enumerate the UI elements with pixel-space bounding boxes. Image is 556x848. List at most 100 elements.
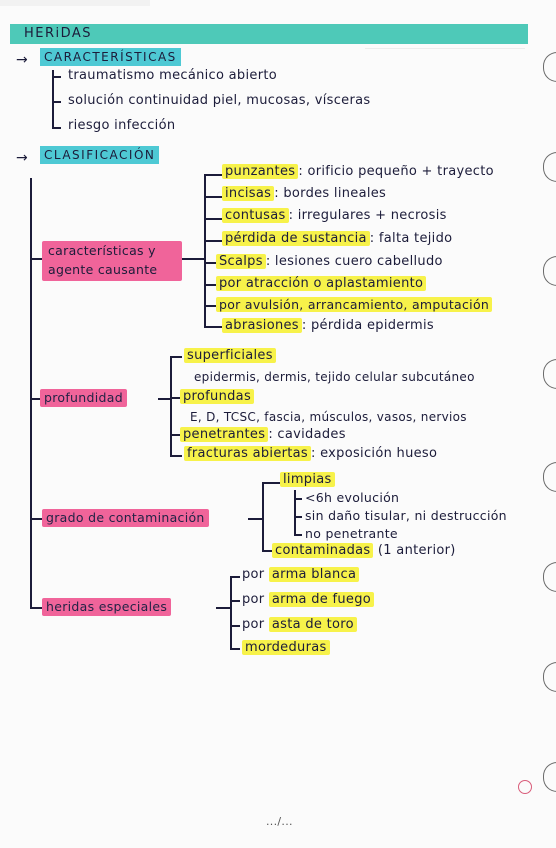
item-desc: : cavidades: [268, 427, 346, 442]
binder-hole: [543, 662, 556, 692]
bracket-tick: [170, 434, 180, 436]
bracket-tick: [170, 356, 182, 358]
bracket-tick: [204, 174, 222, 176]
bracket-tick: [294, 516, 302, 518]
main-bracket-tick: [30, 518, 42, 520]
bracket-tick: [204, 218, 222, 220]
bracket-tick: [204, 326, 222, 328]
bracket-tick: [204, 240, 222, 242]
special-wound-item: por asta de toro: [242, 617, 357, 633]
group-label-profundidad: profundidad: [40, 389, 127, 407]
group-label-especiales: heridas especiales: [42, 598, 172, 616]
bracket-tick: [204, 196, 222, 198]
bracket-tick: [230, 625, 240, 627]
page-continuation: .../...: [266, 815, 293, 828]
binder-hole: [543, 462, 556, 492]
item-term: fracturas abiertas: [184, 446, 311, 461]
binder-hole: [543, 52, 556, 82]
wound-type-item: punzantes: orificio pequeño + trayecto: [222, 164, 494, 180]
item-term: contusas: [222, 208, 289, 223]
item-term: por avulsión, arrancamiento, amputación: [216, 297, 493, 312]
special-wound-item: mordeduras: [242, 640, 330, 656]
item-term: por atracción o aplastamiento: [216, 276, 427, 291]
special-wound-item: por arma blanca: [242, 567, 360, 583]
bracket-tick: [294, 498, 302, 500]
binder-hole: [543, 762, 556, 792]
binder-hole: [543, 562, 556, 592]
item-term: superficiales: [184, 348, 276, 363]
item-term: punzantes: [222, 164, 299, 179]
bracket-line: [262, 482, 264, 550]
item-term: profundas: [180, 389, 255, 404]
faint-rule: [365, 48, 525, 49]
main-bracket-tick: [30, 607, 42, 609]
contamination-item: limpias: [280, 472, 335, 488]
item-desc: : orificio pequeño + trayecto: [298, 164, 494, 179]
caracteristica-item: solución continuidad piel, mucosas, vísc…: [68, 93, 371, 108]
bracket-tick: [52, 101, 61, 103]
item-term: asta de toro: [268, 617, 357, 632]
contamination-subitem: no penetrante: [305, 526, 398, 541]
bracket-tick: [52, 127, 61, 129]
heading-caracteristicas: CARACTERÍSTICAS: [40, 48, 181, 66]
wound-type-item: por avulsión, arrancamiento, amputación: [216, 297, 493, 313]
main-bracket-line: [30, 178, 32, 608]
item-term: pérdida de sustancia: [222, 231, 370, 246]
page-title: HERiDAS: [24, 26, 93, 41]
item-desc: : lesiones cuero cabelludo: [265, 254, 443, 269]
item-desc: : irregulares + necrosis: [288, 208, 447, 223]
arrow-right-icon: →: [16, 150, 29, 166]
connector-line: [158, 398, 170, 400]
connector-line: [182, 258, 204, 260]
bracket-tick: [230, 600, 240, 602]
main-bracket-tick: [30, 398, 42, 400]
contamination-subitem: sin daño tisular, ni destrucción: [305, 508, 507, 523]
wound-type-item: abrasiones: pérdida epidermis: [222, 318, 434, 334]
bracket-tick: [52, 76, 61, 78]
wound-type-item: por atracción o aplastamiento: [216, 276, 427, 292]
bracket-tick: [262, 482, 280, 484]
item-desc: : pérdida epidermis: [301, 318, 434, 333]
contamination-subitem: <6h evolución: [305, 490, 400, 505]
item-term: contaminadas: [272, 543, 374, 558]
item-prefix: por: [242, 567, 269, 582]
heading-clasificacion: CLASIFICACIÓN: [40, 146, 160, 164]
bracket-tick: [204, 305, 216, 307]
item-term: mordeduras: [242, 640, 330, 655]
bracket-line: [230, 576, 232, 648]
arrow-right-icon: →: [16, 52, 29, 68]
connector-line: [216, 607, 230, 609]
depth-item-detail: E, D, TCSC, fascia, músculos, vasos, ner…: [190, 410, 467, 424]
depth-item: superficiales: [184, 348, 276, 364]
depth-item: fracturas abiertas: exposición hueso: [184, 446, 437, 462]
caracteristica-item: traumatismo mecánico abierto: [68, 68, 277, 83]
group-label-contaminacion: grado de contaminación: [42, 509, 209, 527]
item-term: arma de fuego: [268, 592, 375, 607]
bracket-line: [294, 490, 296, 535]
item-desc: : bordes lineales: [274, 186, 387, 201]
group-label-bg: [42, 241, 182, 281]
bracket-tick: [204, 262, 216, 264]
depth-item-detail: epidermis, dermis, tejido celular subcut…: [194, 370, 475, 384]
bracket-tick: [262, 550, 274, 552]
item-desc: (1 anterior): [377, 543, 456, 558]
item-desc: : exposición hueso: [311, 446, 438, 461]
item-term: abrasiones: [222, 318, 302, 333]
bracket-tick: [230, 648, 240, 650]
group-label-caracteristicas-line1: características y: [48, 243, 156, 258]
depth-item: penetrantes: cavidades: [180, 427, 346, 443]
item-term: incisas: [222, 186, 275, 201]
bracket-line: [52, 70, 54, 128]
stamp-icon: [518, 780, 532, 794]
contamination-item: contaminadas (1 anterior): [272, 543, 456, 559]
item-term: limpias: [280, 472, 335, 487]
title-highlight: [10, 24, 528, 44]
bracket-tick: [204, 284, 216, 286]
item-prefix: por: [242, 592, 269, 607]
depth-item: profundas: [180, 389, 255, 405]
item-term: Scalps: [216, 254, 266, 269]
item-term: penetrantes: [180, 427, 269, 442]
wound-type-item: pérdida de sustancia: falta tejido: [222, 231, 452, 247]
bracket-line: [204, 174, 206, 326]
bracket-tick: [230, 576, 240, 578]
